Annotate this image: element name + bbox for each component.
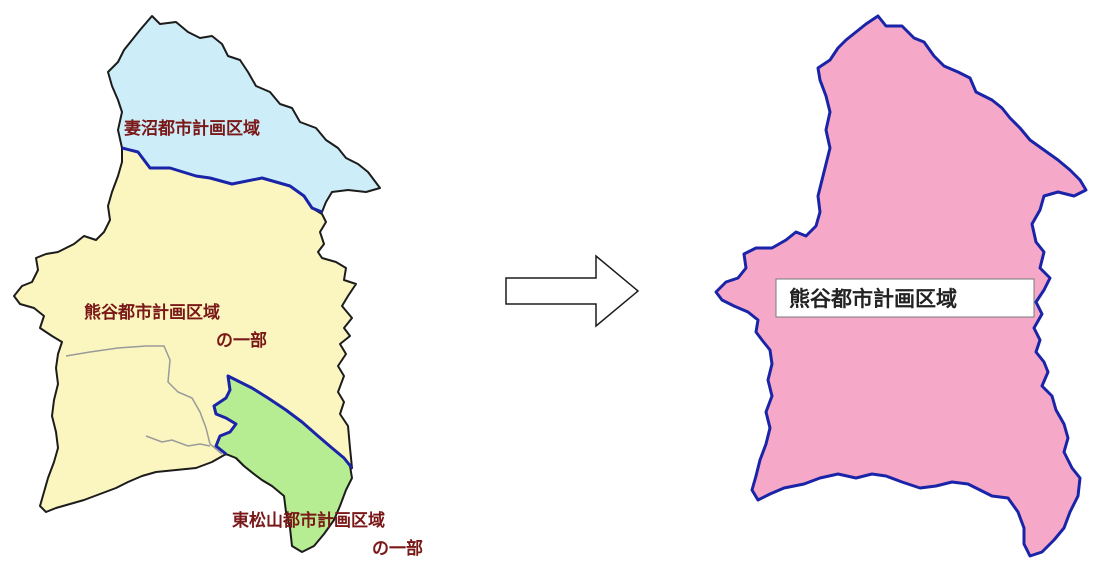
label-higashimatsuyama-part-line1: 東松山都市計画区域 [232, 510, 385, 531]
label-higashimatsuyama-part-line2: の一部 [372, 538, 423, 559]
label-kumagaya-part-line2: の一部 [216, 330, 267, 351]
higashimatsuyama-boundary [212, 374, 354, 469]
region-menuma [107, 15, 381, 213]
inner-boundary-line [145, 435, 211, 447]
label-menuma: 妻沼都市計画区域 [124, 118, 260, 139]
inner-boundary-line [65, 345, 223, 455]
label-kumagaya-part-line1: 熊谷都市計画区域 [84, 302, 220, 323]
label-kumagaya: 熊谷都市計画区域 [789, 287, 957, 311]
after-map: 熊谷都市計画区域 [714, 14, 1088, 558]
before-map: 妻沼都市計画区域 熊谷都市計画区域 の一部 東松山都市計画区域 の一部 [13, 15, 423, 559]
right-arrow-icon [505, 254, 640, 328]
label-box [775, 278, 1035, 318]
menuma-boundary [121, 146, 323, 214]
